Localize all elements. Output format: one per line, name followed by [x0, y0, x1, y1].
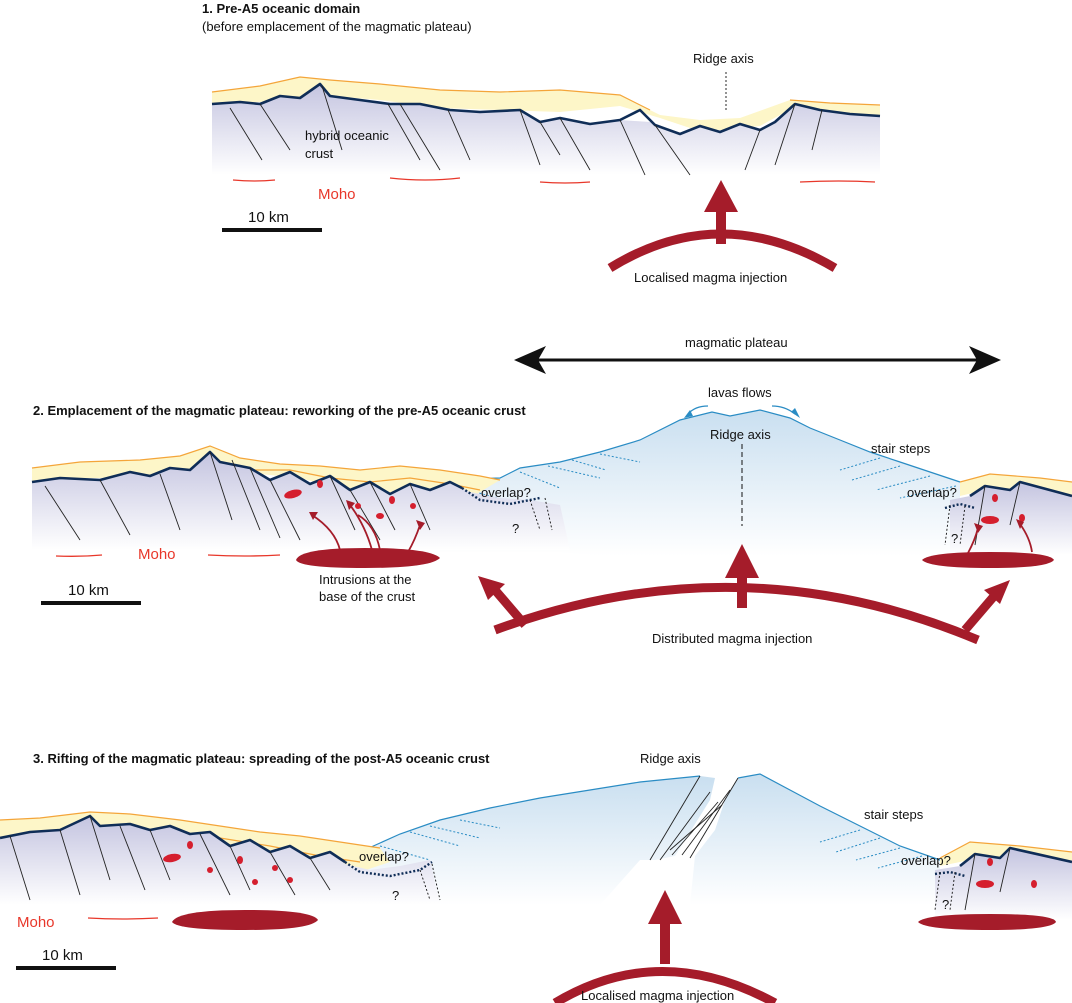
panel-1-crust	[212, 84, 880, 175]
panel-3-question-right: ?	[942, 897, 949, 912]
panel-1-moho-label: Moho	[318, 186, 356, 203]
panel-1: 1. Pre-A5 oceanic domain (before emplace…	[202, 1, 881, 285]
panel-1-sediment-line-right	[789, 99, 881, 106]
panel-1-title: 1. Pre-A5 oceanic domain	[202, 1, 360, 16]
panel-3-faults-left	[9, 815, 441, 901]
panel-3-intrusion-blobs	[163, 841, 1037, 888]
panel-2-plateau-label: magmatic plateau	[685, 335, 788, 350]
panel-2-question-left: ?	[512, 521, 519, 536]
panel-2-ridge-axis-label: Ridge axis	[710, 427, 771, 442]
panel-2-stair-steps-left	[459, 453, 641, 505]
panel-2-intrusion-blobs	[284, 480, 1025, 524]
panel-2-scale-label: 10 km	[68, 582, 109, 599]
panel-2-magma-stem-left	[491, 587, 529, 628]
panel-2-sediment-line-right	[959, 473, 1072, 483]
panel-3-plateau-top-right	[737, 773, 941, 861]
panel-2-moho-line-2	[207, 554, 281, 557]
panel-2-magma-label: Distributed magma injection	[652, 631, 812, 646]
panel-2-stair-steps-label: stair steps	[871, 441, 931, 456]
panel-2-magma-arrowhead-right	[984, 580, 1010, 604]
panel-2-plateau-arrow-left	[514, 346, 546, 374]
panel-3-magma-arrowhead	[648, 890, 682, 924]
panel-3-crust-right	[935, 848, 1072, 920]
panel-3-moho-line	[87, 917, 159, 920]
panel-3-plateau-left	[360, 776, 715, 905]
panel-1-magma-label: Localised magma injection	[634, 270, 787, 285]
panel-3-rift-faults	[649, 775, 739, 861]
panel-2-plateau-top	[439, 409, 961, 483]
panel-3-basement-top-left	[0, 814, 346, 864]
panel-2-magma-arrowhead-center	[725, 544, 759, 578]
panel-2-lava-arrowhead-left	[684, 410, 693, 418]
panel-3-scale-label: 10 km	[42, 947, 83, 964]
panel-3-overlap-right-label: overlap?	[901, 853, 951, 868]
panel-3-sediment-line-left	[0, 811, 381, 849]
panel-2-overlap-right-label: overlap?	[907, 485, 957, 500]
panel-3-intrusion-body-right	[918, 914, 1056, 930]
panel-2-overlap-left-line	[461, 487, 541, 506]
panel-2-moho-label: Moho	[138, 546, 176, 563]
panel-3-moho-label: Moho	[17, 914, 55, 931]
panel-2-crust-right	[950, 482, 1072, 555]
panel-2-lava-arrowhead-right	[791, 408, 800, 418]
panel-2-intrusions-label-1: Intrusions at the	[319, 572, 412, 587]
panel-2-plateau-arrow-right	[969, 346, 1001, 374]
panel-3-question-left: ?	[392, 888, 399, 903]
panel-3-intrusion-body-left	[172, 910, 318, 930]
panel-3-plateau-top-left	[359, 775, 701, 853]
panel-3-stair-steps-right	[819, 829, 923, 869]
panel-1-sediment	[212, 77, 880, 130]
panel-1-faults	[229, 85, 823, 176]
panel-2-crust-left	[32, 452, 570, 550]
panel-2-sediment-line-left	[31, 445, 501, 481]
panel-1-sediment-line	[211, 76, 651, 111]
panel-3: 3. Rifting of the magmatic plateau: spre…	[0, 751, 1072, 1003]
panel-3-plateau-right	[690, 774, 940, 905]
panel-2-basement-top-right	[969, 480, 1072, 498]
panel-1-magma-stem	[716, 208, 726, 244]
panel-2-lavas-label: lavas flows	[708, 385, 772, 400]
panel-3-stair-steps-label: stair steps	[864, 807, 924, 822]
panel-3-magma-stem	[660, 920, 670, 964]
panel-3-overlap-left-label: overlap?	[359, 849, 409, 864]
panel-1-magma-arrowhead	[704, 180, 738, 212]
panel-2-stair-steps-right	[839, 457, 957, 499]
panel-1-crust-label-2: crust	[305, 146, 334, 161]
panel-3-ridge-axis-label: Ridge axis	[640, 751, 701, 766]
panel-2-intrusions-label-2: base of the crust	[319, 589, 415, 604]
panel-2-lava-arrow-right	[771, 405, 796, 415]
panel-2-overlap-left-label: overlap?	[481, 485, 531, 500]
panel-2-intrusion-arrows	[309, 500, 1033, 554]
panel-2-magma-arrowhead-left	[478, 576, 505, 600]
panel-3-overlap-left-line	[344, 861, 433, 878]
panel-3-title: 3. Rifting of the magmatic plateau: spre…	[33, 751, 490, 766]
panel-1-scale-label: 10 km	[248, 209, 289, 226]
panel-3-magma-arc	[552, 967, 778, 1003]
panel-3-sediment-line-right	[939, 841, 1072, 859]
panel-3-basement-top-right	[959, 846, 1072, 868]
panel-2-moho-line-1	[55, 554, 103, 557]
panel-2: magmatic plateau 2. Emplacement of the m…	[31, 335, 1072, 646]
panel-3-crust-left	[0, 816, 440, 905]
panel-2-plateau-body	[440, 410, 960, 556]
panel-3-faults-right	[934, 847, 1011, 911]
panel-2-intrusion-body-left	[296, 548, 440, 568]
panel-2-question-right: ?	[951, 531, 958, 546]
panel-1-subtitle: (before emplacement of the magmatic plat…	[202, 19, 472, 34]
panel-1-crust-label-1: hybrid oceanic	[305, 128, 389, 143]
panel-2-faults-left	[44, 451, 553, 541]
panel-1-ridge-axis-label: Ridge axis	[693, 51, 754, 66]
panel-1-moho-lines	[232, 177, 876, 184]
panel-2-title: 2. Emplacement of the magmatic plateau: …	[33, 403, 526, 418]
panel-2-sediment-left	[32, 446, 500, 498]
panel-3-stair-steps-left	[379, 819, 501, 861]
panel-2-magma-stem-center	[737, 574, 747, 608]
panel-2-magma-stem-right	[961, 592, 999, 633]
panel-3-magma-label: Localised magma injection	[581, 988, 734, 1003]
panel-2-intrusion-body-right	[922, 552, 1054, 568]
